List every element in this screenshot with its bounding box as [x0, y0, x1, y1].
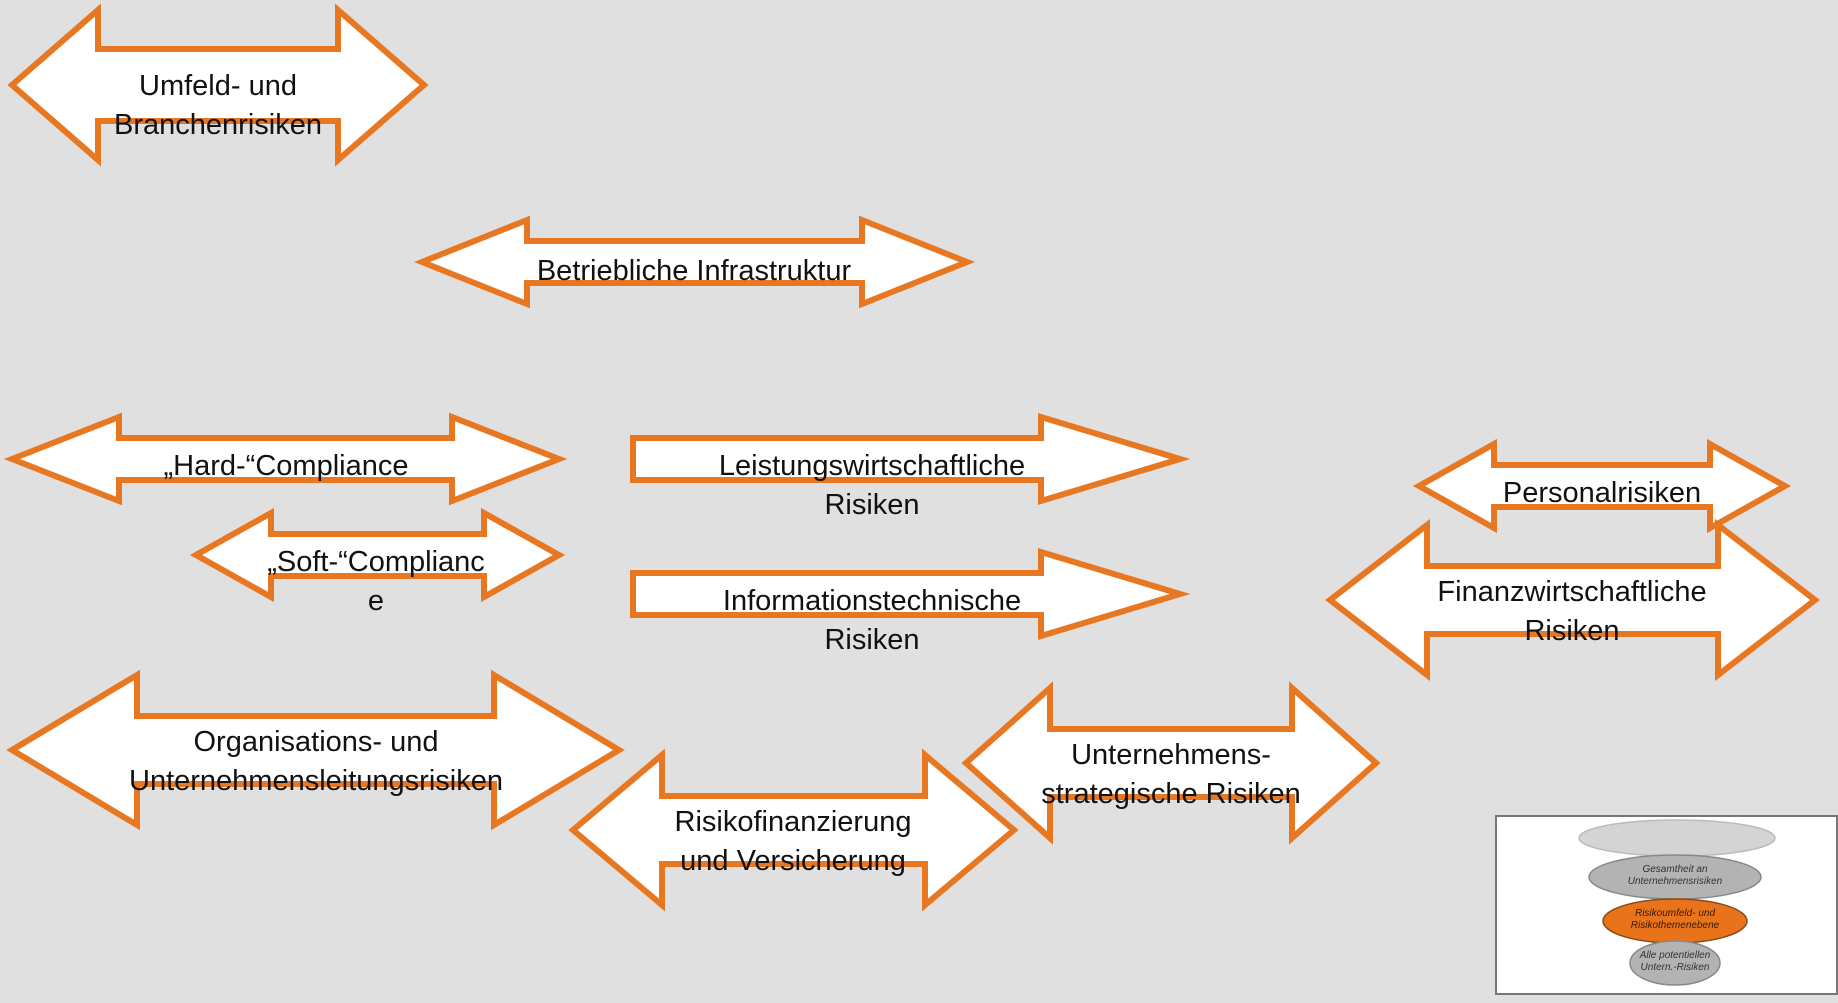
arrow-it [630, 547, 1191, 641]
inset-label-total: Gesamtheit an Unternehmensrisiken [1627, 864, 1723, 887]
arrow-label-strategie: Unternehmens- strategische Risiken [1041, 739, 1301, 810]
arrow-label-hard-compliance: „Hard-“Compliance [163, 450, 409, 482]
arrow-label-personal: Personalrisiken [1502, 477, 1702, 509]
arrow-risikofinanzierung [568, 748, 1019, 912]
arrow-label-finanz: Finanzwirtschaftliche Risiken [1437, 576, 1707, 647]
arrow-label-infrastruktur: Betriebliche Infrastruktur [536, 255, 852, 287]
arrow-hard-compliance [3, 412, 568, 506]
arrow-label-risikofinanzierung: Risikofinanzierung und Versicherung [674, 806, 912, 877]
arrow-organisation [6, 669, 625, 831]
arrow-label-organisation: Organisations- und Unternehmensleitungsr… [129, 726, 503, 797]
arrow-label-soft-compliance: „Soft-“Complianc e [267, 546, 485, 617]
arrow-umfeld [7, 3, 429, 167]
inset-label-all: Alle potentiellen Untern.-Risiken [1639, 950, 1711, 973]
arrow-soft-compliance [189, 507, 566, 603]
arrow-label-leistung: Leistungswirtschaftliche Risiken [718, 450, 1026, 521]
arrow-finanz [1325, 518, 1820, 682]
arrow-label-it: Informationstechnische Risiken [722, 585, 1022, 656]
arrow-personal [1412, 438, 1792, 534]
arrow-infrastruktur [413, 215, 976, 309]
arrow-leistung [630, 412, 1191, 506]
inset-disc-all [1629, 940, 1721, 986]
inset-label-highlight: Risikoumfeld- und Risikothemenebene [1630, 908, 1720, 931]
risk-level-inset: Gesamtheit an Unternehmensrisiken Risiko… [1495, 815, 1838, 995]
inset-disc-top [1578, 819, 1776, 857]
inset-disc-stack [1578, 819, 1776, 986]
arrow-strategie [961, 681, 1381, 845]
arrow-label-umfeld: Umfeld- und Branchenrisiken [114, 70, 322, 141]
